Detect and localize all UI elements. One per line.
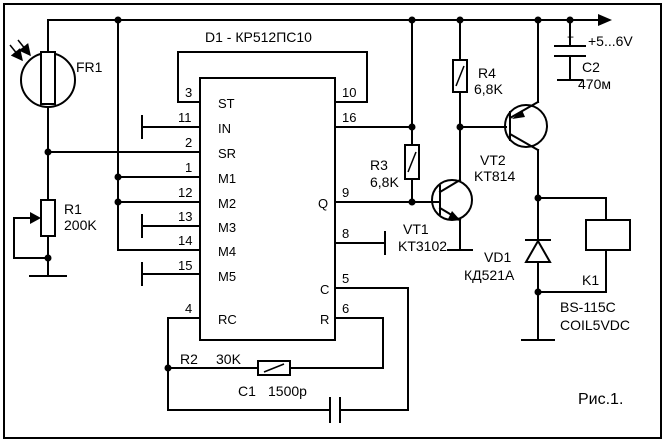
pin-num: 6 — [342, 301, 349, 316]
transistor-vt2 — [504, 19, 548, 199]
r3-ref: R3 — [370, 157, 388, 173]
supply-rail — [47, 14, 612, 26]
vd1-ref: VD1 — [484, 249, 511, 265]
photoresistor-fr1 — [9, 19, 76, 151]
pin-name: RC — [218, 312, 237, 327]
r3-value: 6,8K — [370, 174, 399, 190]
pin-num: 9 — [342, 185, 349, 200]
k1-ref: K1 — [582, 272, 599, 288]
pin-num: 10 — [342, 85, 356, 100]
vt2-ref: VT2 — [480, 152, 506, 168]
ic-right-pins: 10 16 9 Q 8 5 C 6 R — [318, 85, 356, 327]
vt1-value: KT3102 — [398, 238, 447, 254]
r1-ref: R1 — [64, 201, 82, 217]
pin-num: 13 — [178, 209, 192, 224]
pin-name: Q — [318, 196, 328, 211]
r1-value: 200K — [64, 217, 97, 233]
pin-name: C — [320, 282, 329, 297]
schematic-frame — [3, 3, 662, 439]
r2-ref: R2 — [180, 351, 198, 367]
pin-name: M2 — [218, 196, 236, 211]
pin-num: 16 — [342, 110, 356, 125]
r4-value: 6,8K — [474, 81, 503, 97]
pin-num: 3 — [185, 85, 192, 100]
pin-num: 5 — [342, 271, 349, 286]
mode-bus — [114, 19, 201, 251]
pin-name: IN — [218, 121, 231, 136]
pin-num: 2 — [185, 135, 192, 150]
c1-ref: C1 — [238, 383, 256, 399]
c1-value: 1500p — [268, 383, 307, 399]
figure-caption: Рис.1. — [578, 391, 623, 408]
r4-ref: R4 — [478, 65, 496, 81]
c2-polarity: + — [567, 30, 574, 44]
grounded-pins — [141, 115, 386, 286]
capacitor-c2 — [554, 19, 586, 81]
ic-d1-title: D1 - КР512ПС10 — [205, 29, 312, 45]
pin-name: M5 — [218, 269, 236, 284]
pin-num: 14 — [178, 233, 192, 248]
vt1-ref: VT1 — [403, 221, 429, 237]
relay-k1 — [521, 219, 631, 341]
supply-label: +5...6V — [588, 33, 633, 49]
c2-ref: C2 — [582, 59, 600, 75]
resistor-r4 — [452, 19, 507, 131]
pin-name: M4 — [218, 244, 236, 259]
resistor-r3 — [404, 144, 420, 203]
ic-left-pins: 3 ST 11 IN 2 SR 1 M1 12 M2 13 M3 14 M4 1… — [178, 85, 237, 327]
ic-d1-body — [199, 77, 336, 341]
pin-name: M3 — [218, 220, 236, 235]
pin-num: 15 — [178, 258, 192, 273]
pin-name: SR — [218, 146, 236, 161]
pin-num: 1 — [185, 160, 192, 175]
c2-value: 470м — [578, 76, 611, 92]
pin-name: M1 — [218, 171, 236, 186]
pin-num: 4 — [185, 301, 192, 316]
potentiometer-r1 — [13, 151, 67, 277]
diode-vd1 — [524, 197, 552, 293]
fr1-ref: FR1 — [76, 59, 103, 75]
pin-num: 12 — [178, 185, 192, 200]
k1-value2: COIL5VDC — [560, 317, 630, 333]
pin-name: R — [320, 312, 329, 327]
r2-value: 30K — [216, 351, 242, 367]
rc-network — [164, 287, 409, 423]
pin-num: 11 — [178, 110, 192, 125]
k1-value: BS-115C — [560, 299, 616, 315]
pin-name: ST — [218, 96, 235, 111]
transistor-vt1 — [431, 126, 473, 251]
vd1-value: КД521А — [464, 267, 515, 283]
pin-num: 8 — [342, 226, 349, 241]
vt2-value: KT814 — [474, 168, 515, 184]
